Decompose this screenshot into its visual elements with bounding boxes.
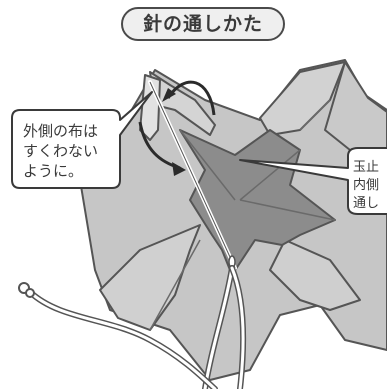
left-callout-bubble [11, 91, 153, 189]
thread-loop-core [230, 266, 245, 389]
rotation-arrows [138, 80, 216, 176]
left-callout-text: 外側の布は すくわない ように。 [23, 121, 98, 181]
arrow-head-bottom [172, 162, 186, 176]
callout-line: 通し [353, 196, 380, 211]
fold-line [239, 149, 301, 201]
callout-line: ように。 [23, 162, 84, 180]
callout-line: 内側 [353, 178, 380, 193]
fold-line [149, 239, 201, 331]
fold-line [179, 129, 236, 201]
needle-shaft-outline [149, 81, 236, 269]
folded-cloth [79, 59, 387, 381]
cloth-flap-bottom-right [269, 239, 361, 311]
callout-line: すくわない [23, 142, 99, 160]
cloth-flap-right [324, 61, 387, 161]
page-title: 針の通しかた [121, 7, 285, 41]
left-callout-shape [11, 91, 153, 189]
curved-arrow-top [166, 80, 216, 116]
cloth-inner-star [179, 129, 336, 276]
thread-tail-core [28, 290, 217, 389]
fold-line [239, 199, 336, 221]
right-callout-bubble [239, 147, 387, 215]
thread [18, 265, 247, 389]
needle [148, 80, 237, 270]
callout-line: 玉止 [353, 160, 380, 175]
right-callout-text: 玉止 内側 通し [353, 159, 379, 213]
thread-knot [18, 282, 35, 298]
fold-line [299, 99, 331, 131]
arrow-head-top [162, 88, 176, 102]
thread-strand-core [203, 266, 234, 389]
callout-line: 外側の布は [23, 122, 99, 140]
right-callout-shape [239, 147, 387, 215]
